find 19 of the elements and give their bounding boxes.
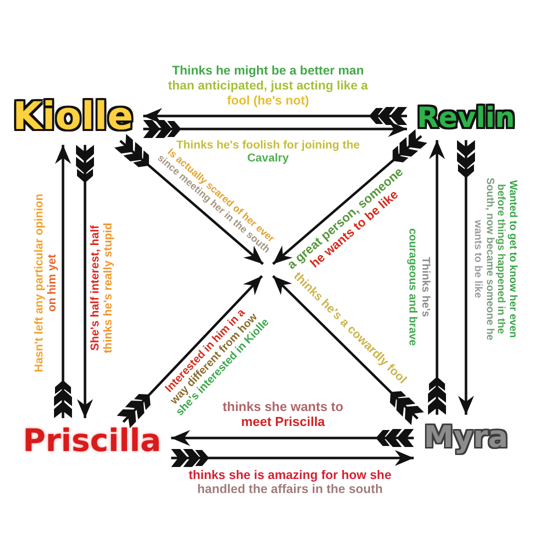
arrow [76, 144, 94, 418]
character-name: Myra [420, 420, 512, 456]
arrow [171, 449, 414, 467]
character-name: Revlin [413, 102, 519, 134]
arrow [116, 275, 263, 428]
arrow [457, 140, 475, 415]
edge-label: thinks she is amazing for how she handled the affairs in the south [188, 468, 392, 496]
arrow [428, 140, 446, 415]
edge-label: Thinks he's courageous and brave [406, 226, 432, 348]
arrow [171, 429, 414, 447]
character-name: Priscilla [18, 424, 166, 460]
character-name: Kiolle [8, 95, 138, 139]
arrow [143, 107, 408, 125]
arrow [54, 144, 72, 418]
arrow [272, 275, 424, 426]
arrow [272, 129, 428, 265]
arrow [114, 134, 264, 265]
arrow [143, 120, 408, 138]
edge-label: Wanted to get to know her even before things happened in the South, now became someone he wants to be like [472, 176, 518, 342]
